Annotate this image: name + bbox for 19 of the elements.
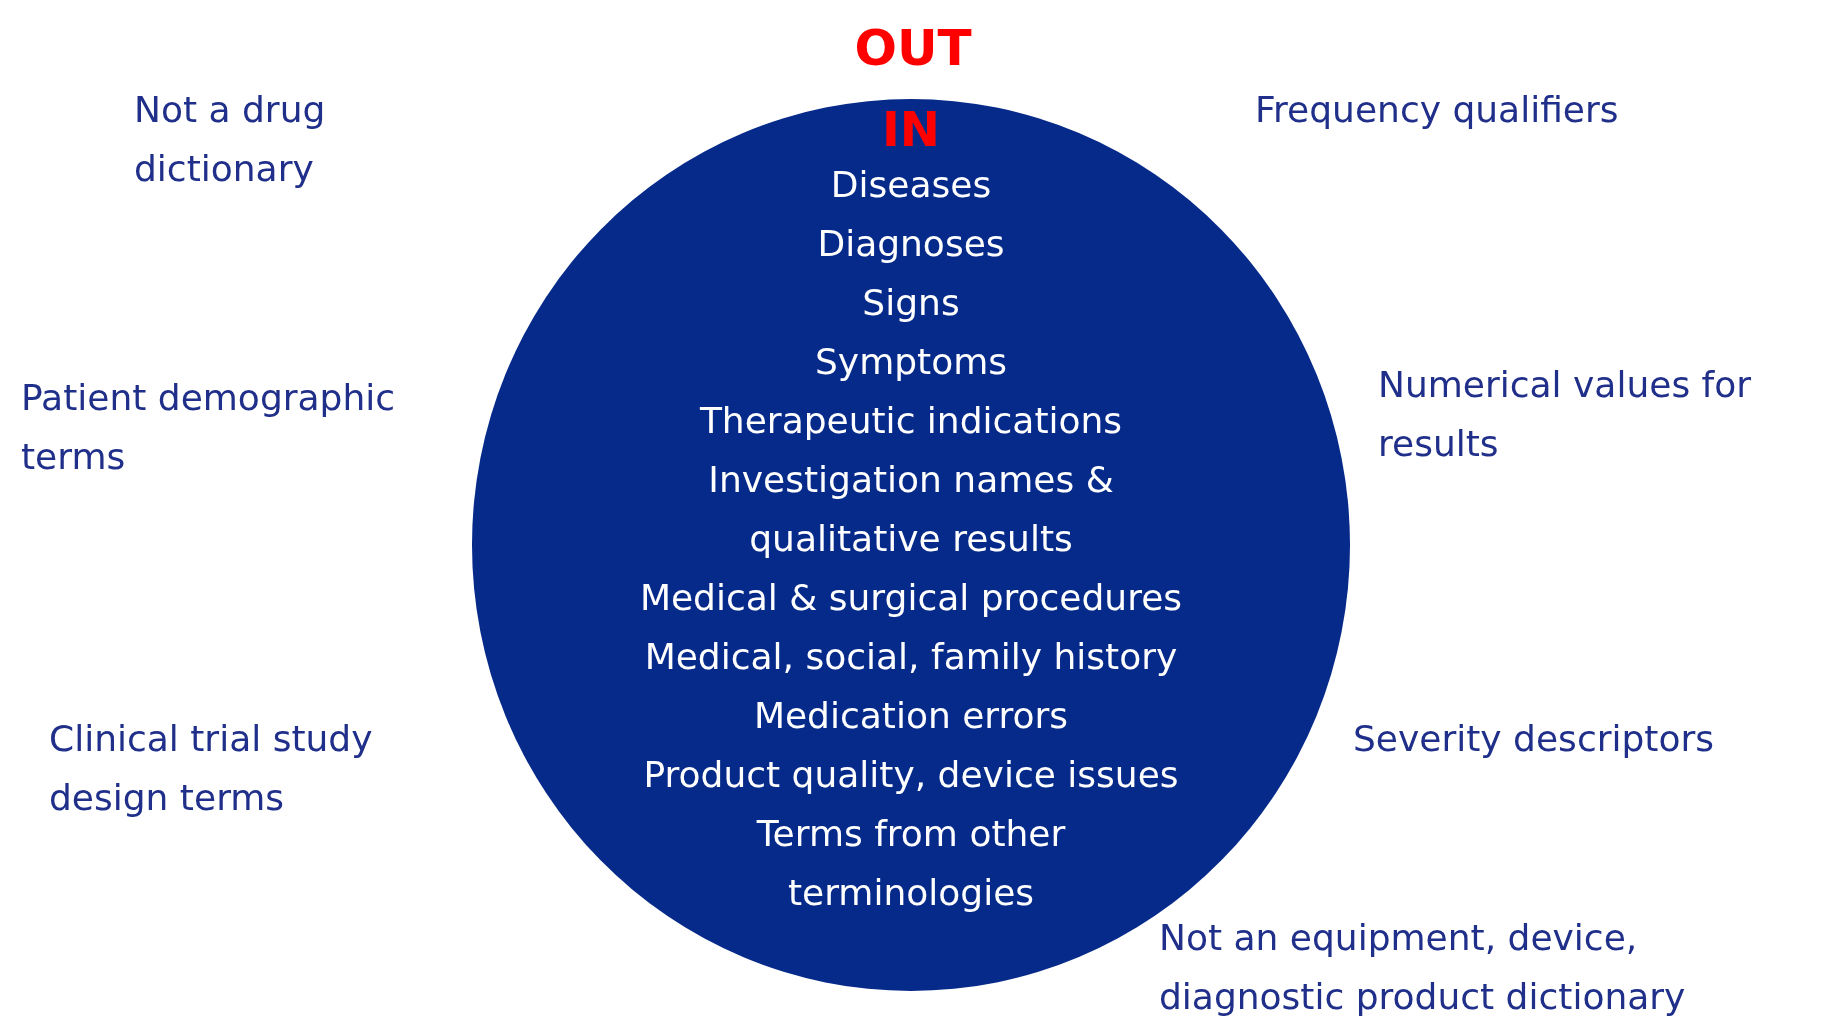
excluded-item: Frequency qualifiers	[1255, 88, 1620, 132]
included-item: Therapeutic indications	[698, 399, 1124, 443]
included-item: Medication errors	[752, 694, 1070, 738]
excluded-item: Not an equipment, device, diagnostic product dictionary	[1159, 916, 1687, 1019]
heading: OUT	[853, 18, 973, 78]
excluded-item: Patient demographic terms	[21, 376, 397, 479]
included-item: Signs	[861, 281, 961, 325]
included-item: Symptoms	[813, 340, 1008, 384]
excluded-item: Clinical trial study design terms	[49, 717, 374, 820]
included-item: Medical & surgical procedures	[638, 576, 1184, 620]
included-item: Terms from other terminologies	[755, 812, 1067, 915]
included-item: Diseases	[829, 163, 993, 207]
excluded-item: Severity descriptors	[1353, 717, 1716, 761]
included-item: Product quality, device issues	[642, 753, 1180, 797]
included-item: Medical, social, family history	[643, 635, 1179, 679]
included-item: Investigation names & qualitative results	[707, 458, 1115, 561]
excluded-item: Numerical values for results	[1378, 363, 1753, 466]
included-item: Diagnoses	[816, 222, 1006, 266]
excluded-item: Not a drug dictionary	[134, 88, 327, 191]
